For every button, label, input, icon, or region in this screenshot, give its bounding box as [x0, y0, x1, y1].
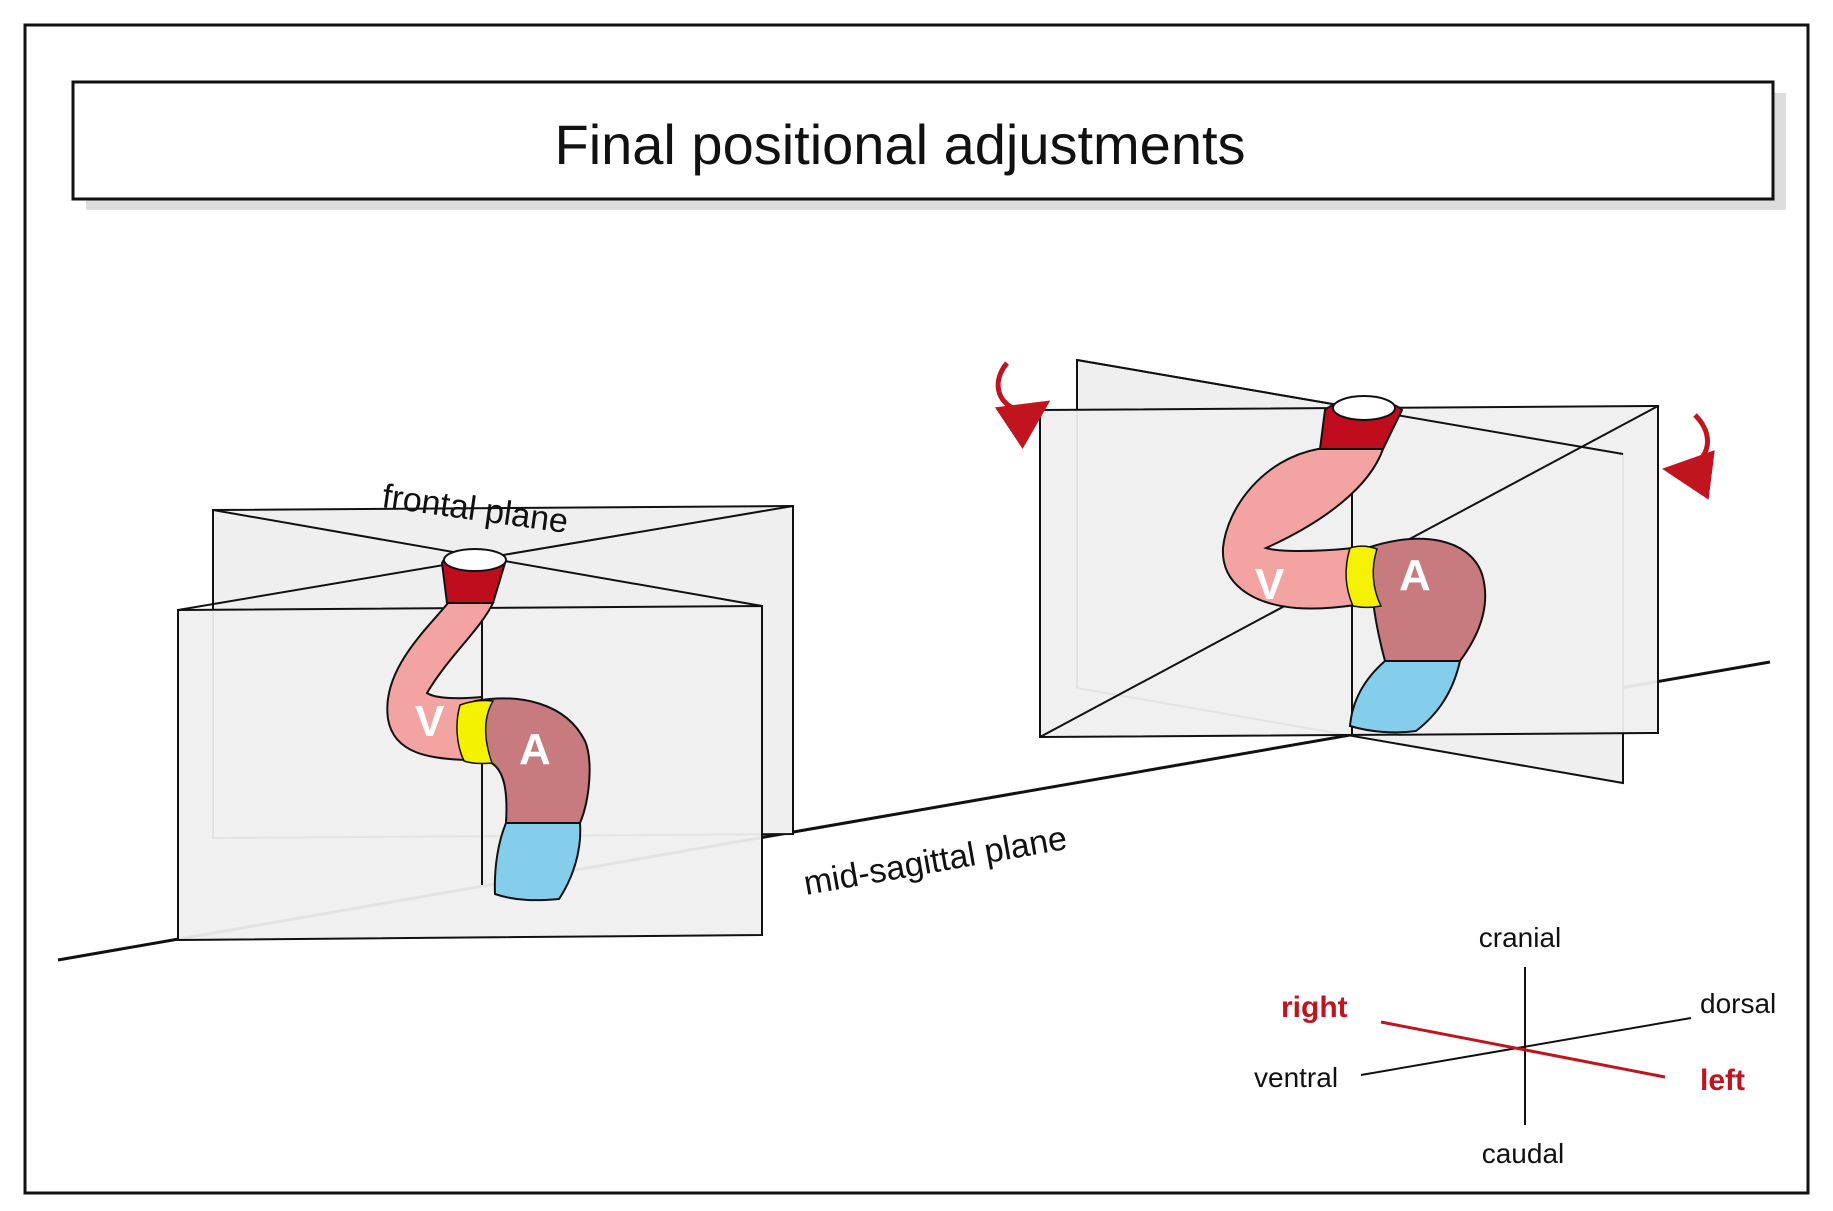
left-ventricle-label: V [415, 697, 445, 746]
orientation-key: cranial caudal dorsal ventral right left [1254, 922, 1776, 1169]
figure-title: Final positional adjustments [554, 113, 1245, 176]
caudal-label: caudal [1482, 1138, 1565, 1169]
rotation-arrow-right [1662, 413, 1715, 500]
right-ventricle-label: V [1255, 560, 1285, 609]
left-label: left [1700, 1064, 1745, 1097]
right-heart-top-opening [1332, 395, 1396, 421]
left-heart-inflow [493, 822, 582, 902]
right-heart: V A [1221, 395, 1487, 734]
left-orientation-scene: frontal plane V A [177, 477, 794, 942]
right-atrium-label: A [1399, 551, 1431, 600]
right-heart-junction [1345, 545, 1383, 609]
left-heart-top-opening [443, 548, 507, 572]
cranial-label: cranial [1479, 922, 1561, 953]
rotation-arrow-left [994, 361, 1051, 449]
left-atrium-label: A [519, 725, 551, 774]
right-label: right [1281, 991, 1348, 1024]
left-heart-atrium [473, 697, 591, 824]
right-orientation-scene: V A [994, 358, 1715, 785]
right-heart-atrium [1365, 537, 1487, 662]
left-heart: V A [386, 548, 591, 902]
right-left-axis [1380, 1020, 1666, 1079]
dorsal-label: dorsal [1700, 988, 1776, 1019]
right-heart-inflow [1348, 660, 1462, 734]
left-front-plane [177, 604, 763, 942]
ventral-dorsal-axis [1360, 1017, 1692, 1076]
title-box: Final positional adjustments [71, 80, 1786, 210]
ventral-label: ventral [1254, 1062, 1338, 1093]
left-heart-junction [456, 699, 495, 765]
